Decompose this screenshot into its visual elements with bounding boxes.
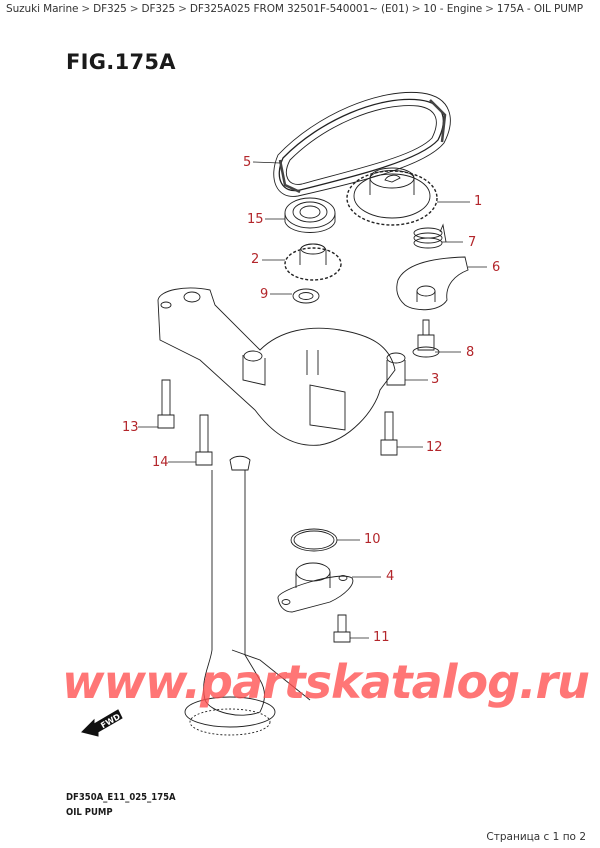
watermark: www.partskatalog.ru bbox=[62, 655, 590, 709]
callout-6[interactable]: 6 bbox=[492, 260, 501, 275]
breadcrumb-item-df325-model[interactable]: DF325 bbox=[141, 3, 176, 15]
shoulder-bolt-part[interactable] bbox=[412, 319, 440, 358]
driven-sprocket-part[interactable] bbox=[346, 167, 438, 226]
callout-14[interactable]: 14 bbox=[152, 455, 169, 470]
breadcrumb-item-df325[interactable]: DF325 bbox=[93, 3, 127, 15]
breadcrumb: Suzuki Marine>DF325>DF325>DF325A025 FROM… bbox=[6, 3, 583, 15]
callout-15[interactable]: 15 bbox=[247, 212, 264, 227]
bearing-part[interactable] bbox=[284, 197, 336, 233]
bolt-13-part[interactable] bbox=[157, 379, 175, 429]
callout-12[interactable]: 12 bbox=[426, 440, 443, 455]
callout-5[interactable]: 5 bbox=[243, 155, 252, 170]
callout-11[interactable]: 11 bbox=[373, 630, 390, 645]
breadcrumb-separator: > bbox=[178, 3, 187, 15]
drive-gear-part[interactable] bbox=[284, 243, 342, 281]
callout-9[interactable]: 9 bbox=[260, 287, 269, 302]
breadcrumb-item-engine[interactable]: 10 - Engine bbox=[423, 3, 483, 15]
callout-8[interactable]: 8 bbox=[466, 345, 475, 360]
callout-13[interactable]: 13 bbox=[122, 420, 139, 435]
fwd-arrow-icon: FWD bbox=[81, 709, 123, 737]
callout-2[interactable]: 2 bbox=[251, 252, 260, 267]
o-ring-part[interactable] bbox=[290, 528, 338, 552]
figure-caption: OIL PUMP bbox=[66, 807, 113, 818]
callout-10[interactable]: 10 bbox=[364, 532, 381, 547]
callout-3[interactable]: 3 bbox=[431, 372, 440, 387]
oil-pump-body-part[interactable] bbox=[157, 287, 406, 446]
breadcrumb-separator: > bbox=[81, 3, 91, 15]
breadcrumb-separator: > bbox=[129, 3, 139, 15]
breadcrumb-separator: > bbox=[485, 3, 494, 15]
pipe-flange-part[interactable] bbox=[277, 562, 354, 613]
torsion-spring-part[interactable] bbox=[413, 223, 447, 249]
tensioner-arm-part[interactable] bbox=[396, 256, 469, 311]
timing-chain-part[interactable] bbox=[273, 91, 451, 197]
washer-part[interactable] bbox=[292, 288, 320, 304]
forward-direction-indicator: FWD bbox=[80, 702, 124, 742]
breadcrumb-current: 175A - OIL PUMP bbox=[496, 3, 583, 15]
bolt-12-part[interactable] bbox=[380, 411, 398, 456]
oil-strainer-pipe-part[interactable] bbox=[184, 455, 311, 736]
breadcrumb-item-serial-range[interactable]: DF325A025 FROM 32501F-540001~ (E01) bbox=[189, 3, 409, 15]
callout-4[interactable]: 4 bbox=[386, 569, 395, 584]
callout-1[interactable]: 1 bbox=[474, 194, 483, 209]
bolt-11-part[interactable] bbox=[333, 614, 351, 643]
breadcrumb-separator: > bbox=[411, 3, 421, 15]
page-indicator: Страница с 1 по 2 bbox=[486, 831, 586, 843]
figure-code: DF350A_E11_025_175A bbox=[66, 792, 176, 803]
figure-title: FIG.175A bbox=[66, 50, 176, 74]
breadcrumb-item-suzuki-marine[interactable]: Suzuki Marine bbox=[6, 3, 79, 15]
bolt-14-part[interactable] bbox=[195, 414, 213, 466]
callout-7[interactable]: 7 bbox=[468, 235, 477, 250]
